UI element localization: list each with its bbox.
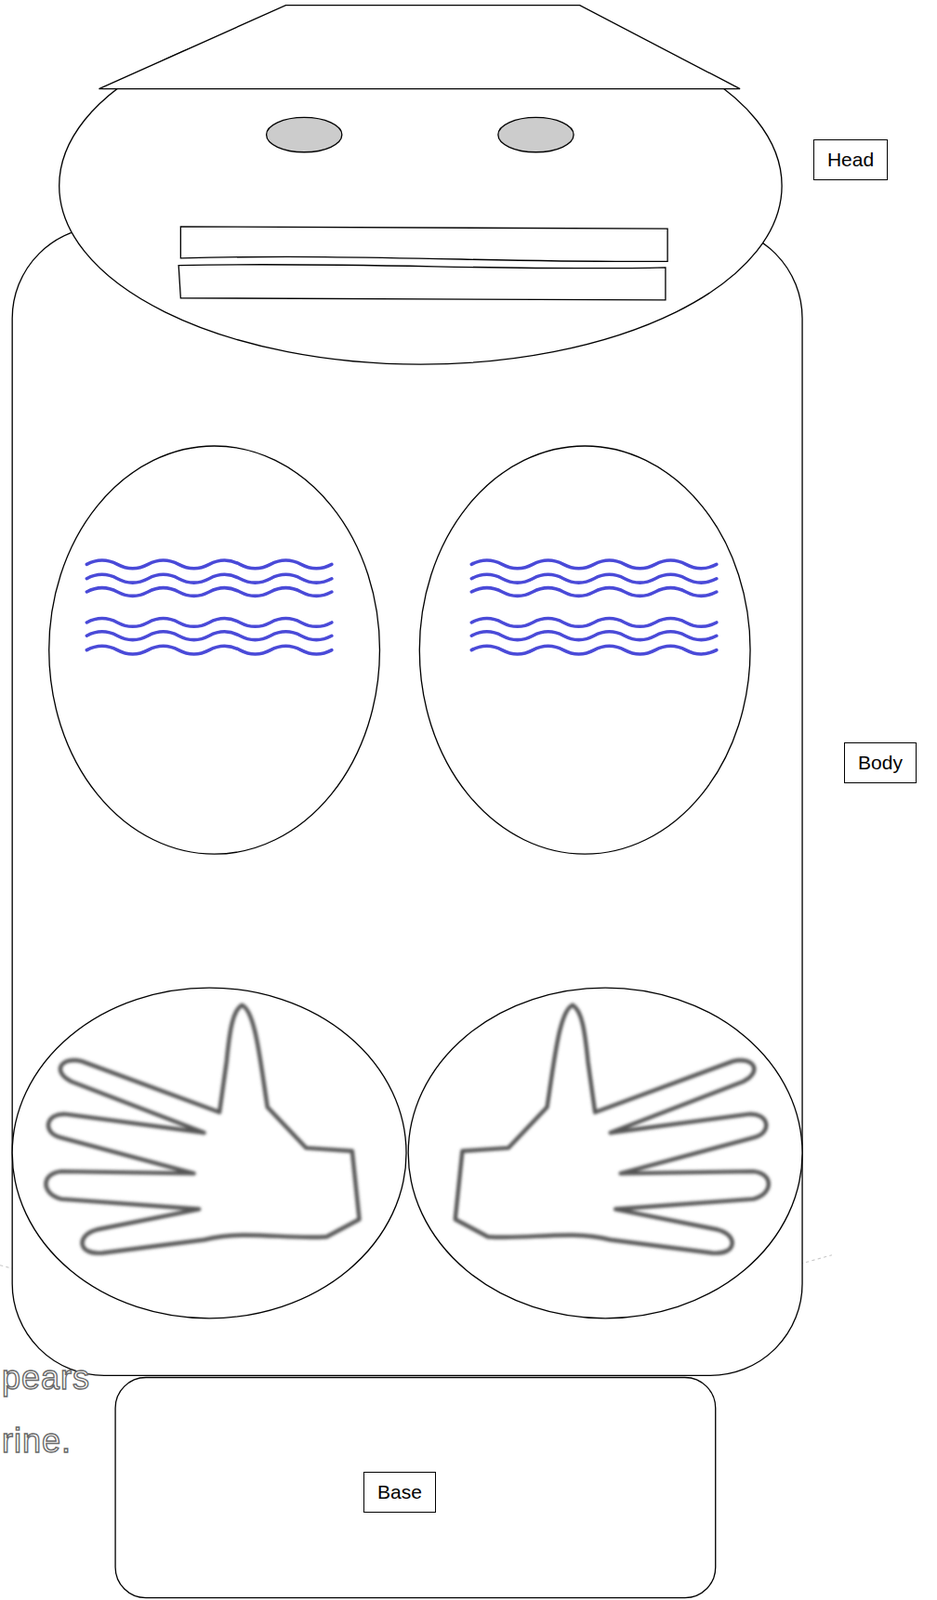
base-shape: [115, 1377, 716, 1598]
mouth-bar: [178, 264, 666, 301]
eye: [266, 117, 343, 152]
oval: [419, 446, 751, 855]
part-label-box: Body: [844, 742, 917, 783]
outlined-note: rine.: [1, 1422, 72, 1462]
hand-circle: [12, 988, 407, 1320]
eye: [498, 117, 574, 152]
wave-lines: [86, 560, 716, 655]
part-name: Base: [377, 1480, 423, 1505]
part-label-box: Head: [813, 139, 888, 180]
body-shape: [12, 226, 803, 1376]
oval: [49, 446, 381, 855]
part-name: Head: [827, 147, 874, 172]
mouth-bar: [180, 226, 668, 263]
outlined-note: pears: [1, 1359, 91, 1399]
hand-outline: [45, 1005, 768, 1254]
part-label-box: Base: [363, 1472, 436, 1513]
part-name: Body: [857, 751, 903, 775]
hand-circle: [408, 988, 803, 1320]
hat: [99, 5, 741, 90]
